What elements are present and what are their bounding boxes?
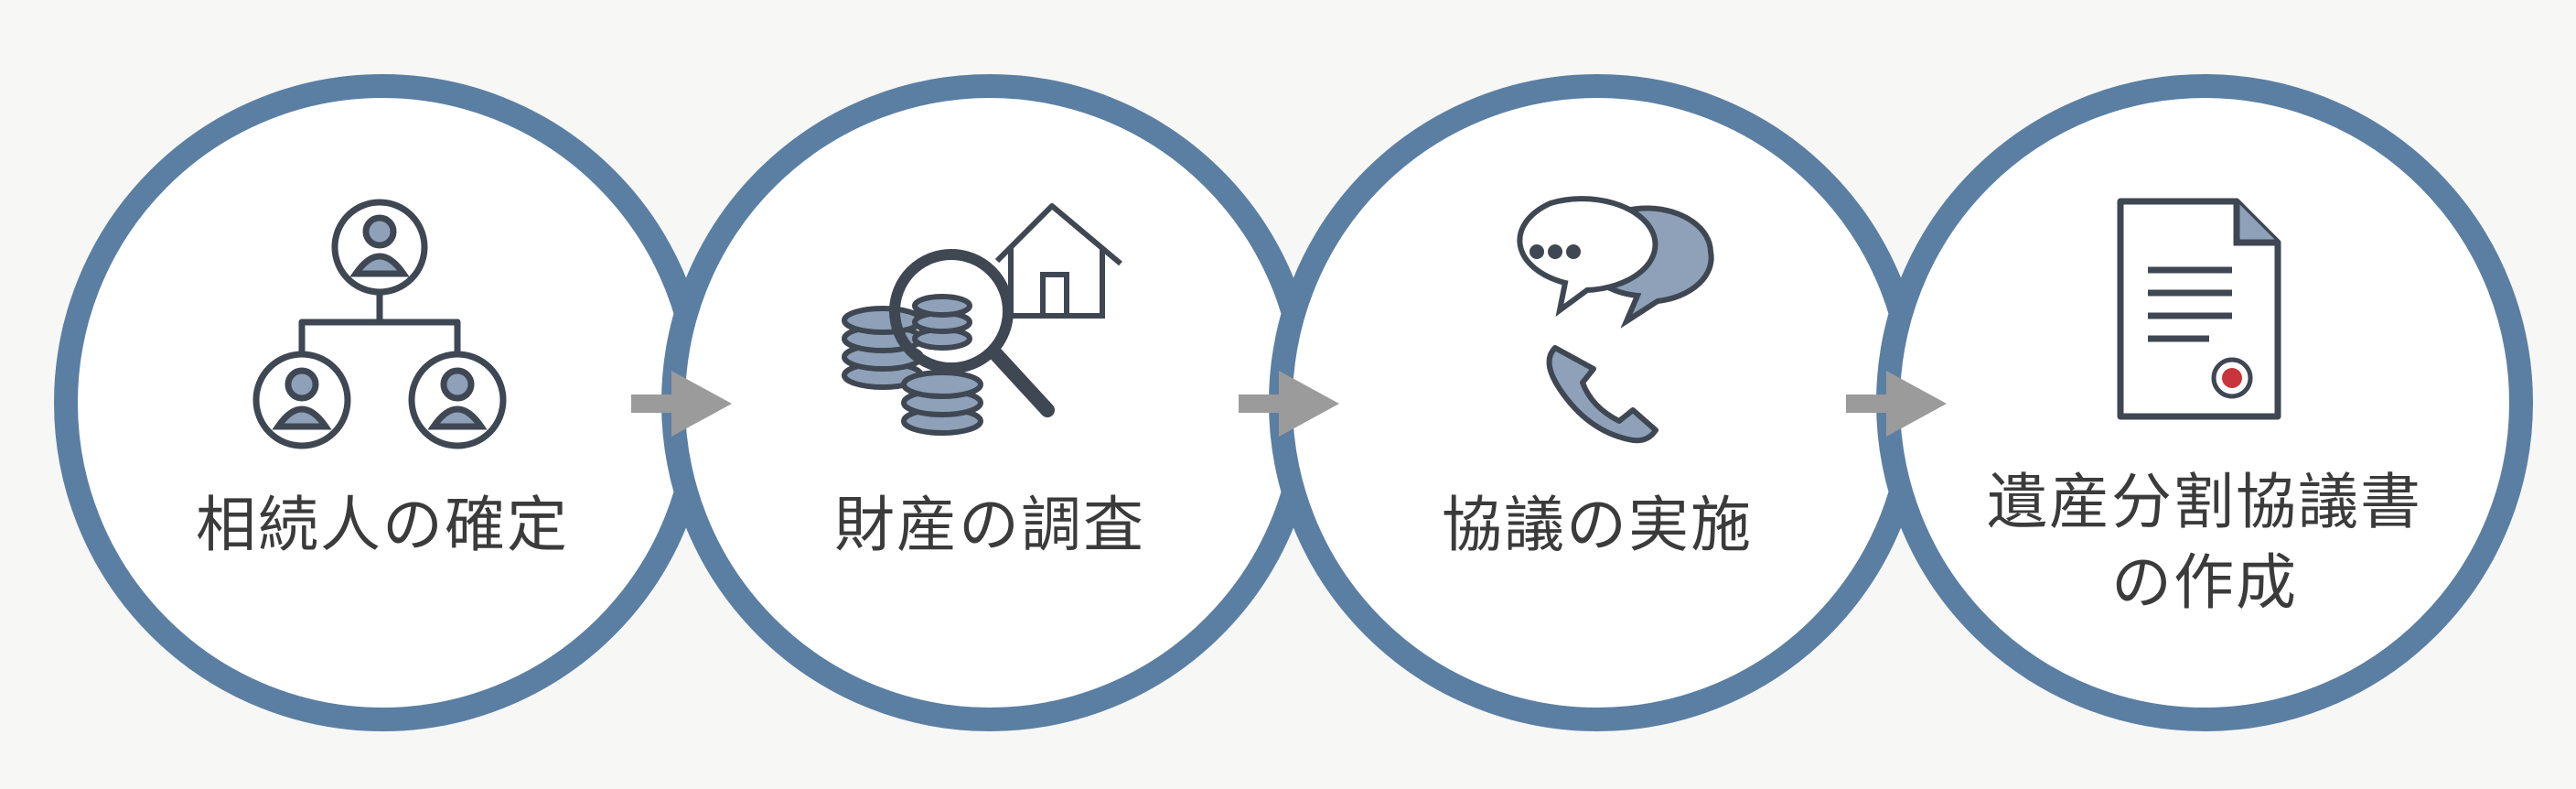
step-4-label: 遺産分割協議書 の作成 <box>1948 462 2461 623</box>
step-1-label-text: 相続人の確定 <box>196 490 569 560</box>
asset-search-icon <box>842 203 1122 436</box>
step-1-ring <box>54 74 711 731</box>
arrow-3-icon <box>1846 371 1947 437</box>
document-seal-icon <box>2117 198 2281 420</box>
step-3-label: 協議の実施 <box>1341 485 1853 566</box>
step-4-label-line1: 遺産分割協議書 <box>1987 467 2422 537</box>
discussion-icon <box>1517 196 1714 444</box>
arrow-2-icon <box>1239 371 1339 437</box>
arrow-1-icon <box>631 371 732 437</box>
step-3-label-text: 協議の実施 <box>1442 490 1753 560</box>
step-4-label-line2: の作成 <box>2111 547 2298 618</box>
step-2-label-text: 財産の調査 <box>834 490 1145 560</box>
step-2-ring <box>661 74 1318 731</box>
family-tree-icon <box>252 199 507 449</box>
step-1-label: 相続人の確定 <box>126 485 639 566</box>
step-2-label: 財産の調査 <box>734 485 1246 566</box>
